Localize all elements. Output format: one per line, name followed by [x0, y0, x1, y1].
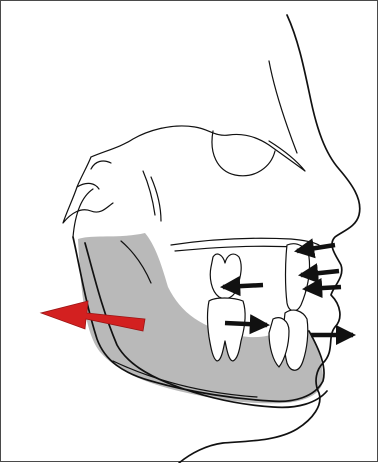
- small-arrow-incisor-lower: [305, 287, 341, 289]
- upper-molar: [210, 254, 241, 298]
- occipital-contour: [63, 157, 113, 223]
- nasal-line: [269, 61, 297, 153]
- ramus-posterior-border: [73, 189, 93, 237]
- small-arrow-incisor-upper: [297, 245, 335, 251]
- upper-incisor: [286, 244, 310, 311]
- pterygoid-contour: [143, 171, 161, 221]
- cranial-base-contour: [91, 126, 305, 171]
- orbit-contour: [212, 131, 275, 176]
- palatal-plane-lower: [175, 246, 293, 251]
- small-arrow-molar-upper: [223, 285, 263, 287]
- small-arrow-molar-lower: [225, 323, 267, 325]
